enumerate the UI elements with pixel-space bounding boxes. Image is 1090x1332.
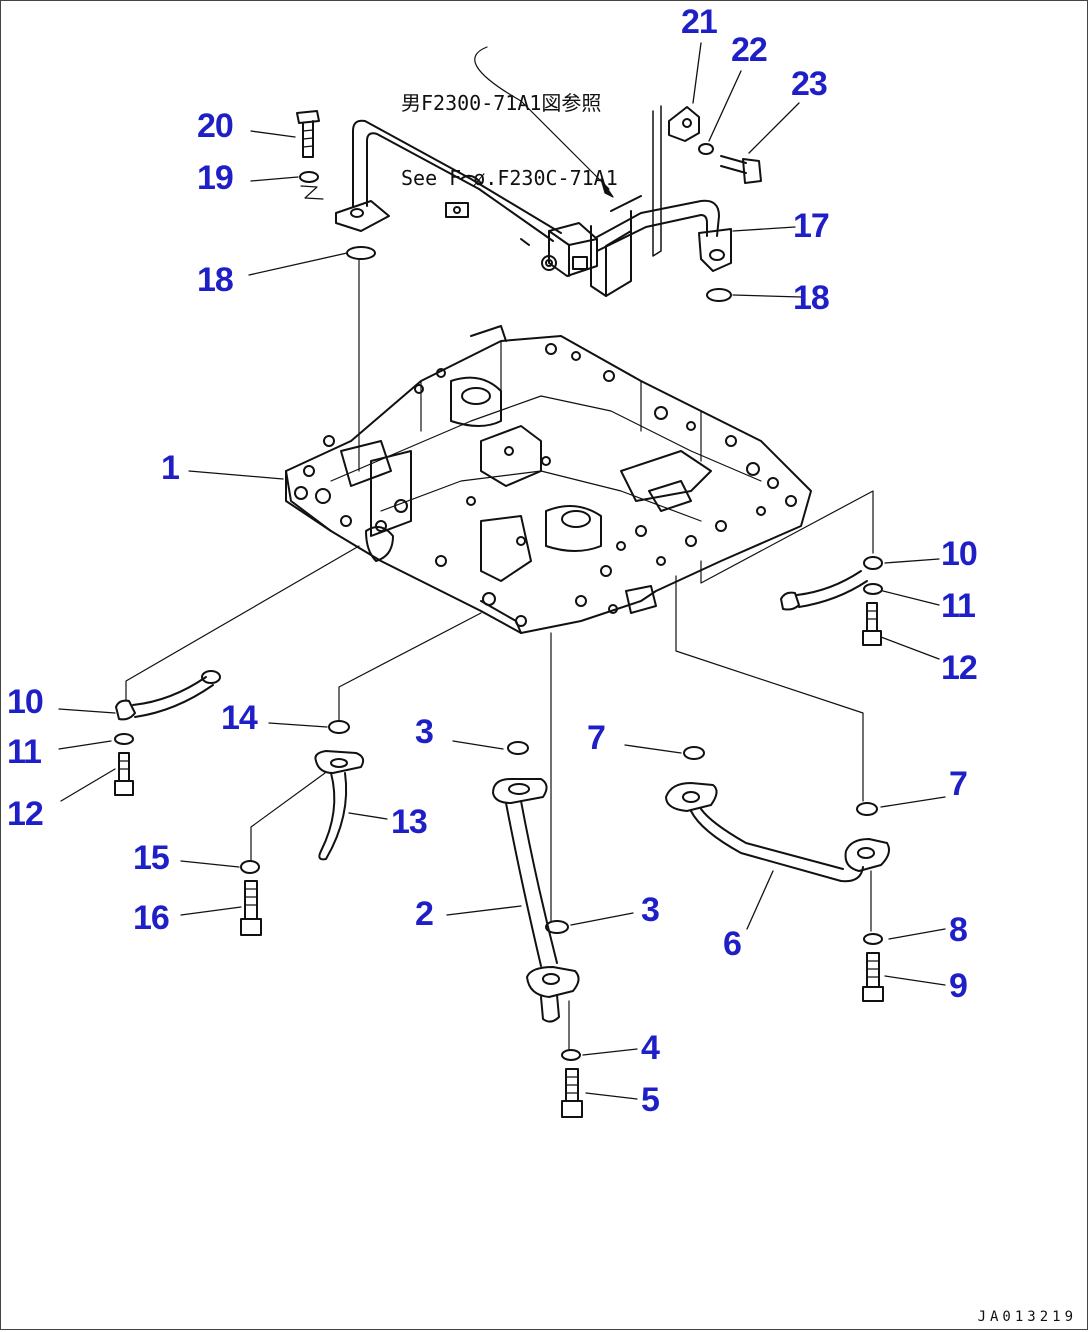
main-valve-housing — [285, 325, 812, 634]
leader-19-shape — [300, 185, 324, 200]
bolt-9 — [862, 952, 884, 1002]
callout-12-right: 12 — [941, 649, 978, 687]
bolt-12-left — [114, 752, 134, 796]
callout-14: 14 — [221, 699, 258, 737]
hose-10-left — [115, 670, 221, 721]
hose-10-right — [780, 556, 883, 611]
callout-8: 8 — [949, 911, 968, 949]
washer-19 — [299, 171, 319, 183]
callout-15: 15 — [133, 839, 170, 877]
washer-11-left — [114, 733, 134, 745]
callout-2: 2 — [415, 895, 434, 933]
callout-16: 16 — [133, 899, 170, 937]
bolt-5 — [561, 1068, 583, 1118]
washer-11-right — [863, 583, 883, 595]
callout-18-right: 18 — [793, 279, 830, 317]
callout-3-top: 3 — [415, 713, 434, 751]
bolt-20 — [296, 110, 320, 158]
callout-1: 1 — [161, 449, 180, 487]
oring-14 — [328, 720, 350, 734]
callout-13: 13 — [391, 803, 428, 841]
callout-10-right: 10 — [941, 535, 978, 573]
pipe-6 — [665, 782, 890, 883]
callout-7-right: 7 — [949, 765, 968, 803]
clamp-21 — [668, 106, 700, 142]
callout-11-left: 11 — [7, 733, 42, 771]
callout-11-right: 11 — [941, 587, 976, 625]
bolt-16 — [240, 880, 262, 936]
callout-9: 9 — [949, 967, 968, 1005]
assembly-lines — [125, 46, 874, 1050]
callout-5: 5 — [641, 1081, 660, 1119]
washer-4 — [561, 1049, 581, 1061]
washer-8 — [863, 933, 883, 945]
callout-10-left: 10 — [7, 683, 44, 721]
pipe-13 — [314, 750, 365, 861]
callout-6: 6 — [723, 925, 742, 963]
callout-23: 23 — [791, 65, 828, 103]
reference-note-line-2: See F ø.F230C-71A1 — [401, 166, 618, 190]
callout-12-left: 12 — [7, 795, 44, 833]
washer-22 — [698, 143, 714, 155]
oring-7-top — [683, 746, 705, 760]
oring-3-bottom — [545, 920, 569, 934]
reference-note-line-1: 男F2300-71A1図参照 — [401, 91, 602, 115]
oring-18-left — [346, 246, 376, 260]
oring-18-right — [706, 288, 732, 302]
callout-19: 19 — [197, 159, 234, 197]
callout-4: 4 — [641, 1029, 660, 1067]
callout-7-top: 7 — [587, 719, 606, 757]
bolt-12-right — [862, 602, 882, 646]
callout-20: 20 — [197, 107, 234, 145]
callout-21: 21 — [681, 3, 718, 41]
drawing-id: JA013219 — [977, 1309, 1077, 1325]
oring-3-top — [507, 741, 529, 755]
callout-17: 17 — [793, 207, 830, 245]
bolt-23 — [720, 155, 762, 184]
upper-pipe-assembly — [335, 105, 732, 297]
callout-22: 22 — [731, 31, 768, 69]
callout-18-left: 18 — [197, 261, 234, 299]
pipe-2 — [492, 778, 580, 1023]
reference-note: 男F2300-71A1図参照 See F ø.F230C-71A1 — [401, 41, 618, 241]
washer-15 — [240, 860, 260, 874]
oring-7-right — [856, 802, 878, 816]
leader-lines — [58, 42, 946, 1100]
callout-3-bottom: 3 — [641, 891, 660, 929]
